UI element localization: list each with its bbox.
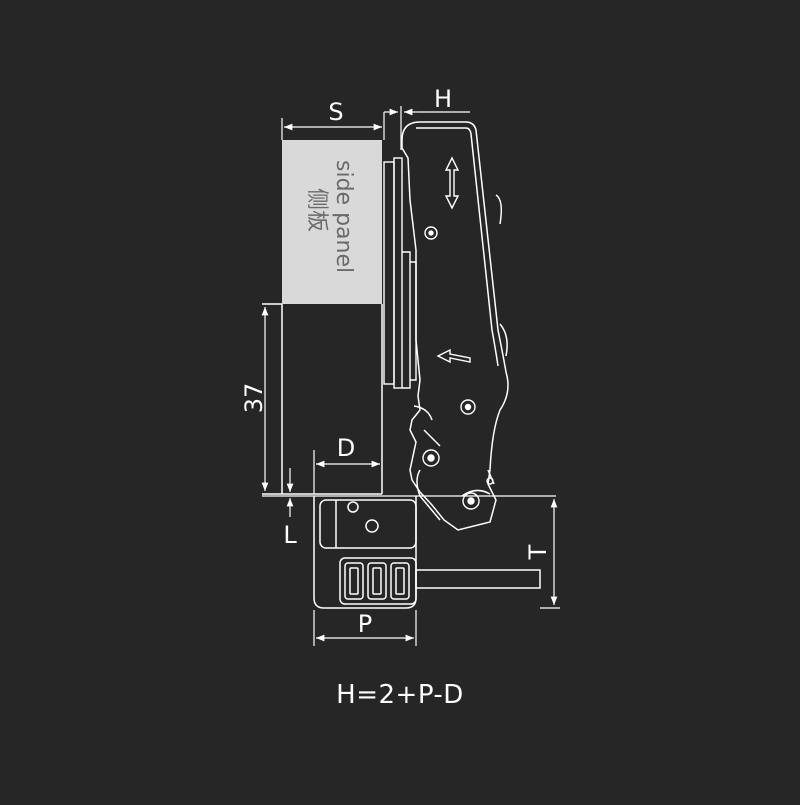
side-panel xyxy=(282,140,382,304)
dim-37-label: 37 xyxy=(240,383,268,414)
horizontal-adjust-arrow-icon xyxy=(436,348,471,364)
t-label: T xyxy=(524,544,552,560)
d-label: D xyxy=(337,434,355,462)
vertical-adjust-arrow-icon xyxy=(444,156,460,210)
p-label: P xyxy=(358,610,372,638)
formula: H=2+P-D xyxy=(336,680,464,710)
side-panel-en-label: side panel xyxy=(331,160,356,273)
h-dimension xyxy=(384,106,470,150)
s-dimension xyxy=(281,112,385,140)
hinge-arm xyxy=(401,121,509,531)
l-dimension xyxy=(262,468,556,517)
mounting-plates xyxy=(383,157,417,389)
s-label: S xyxy=(328,98,343,126)
t-dimension xyxy=(540,499,560,609)
panel-outline xyxy=(262,303,383,495)
hinge-cup xyxy=(313,496,541,609)
d-dimension xyxy=(313,450,380,494)
h-label: H xyxy=(434,85,452,113)
p-dimension xyxy=(313,610,417,646)
l-label: L xyxy=(283,521,297,549)
side-panel-cn-label: 侧板 xyxy=(304,188,329,232)
hinge-rivets xyxy=(422,226,494,510)
